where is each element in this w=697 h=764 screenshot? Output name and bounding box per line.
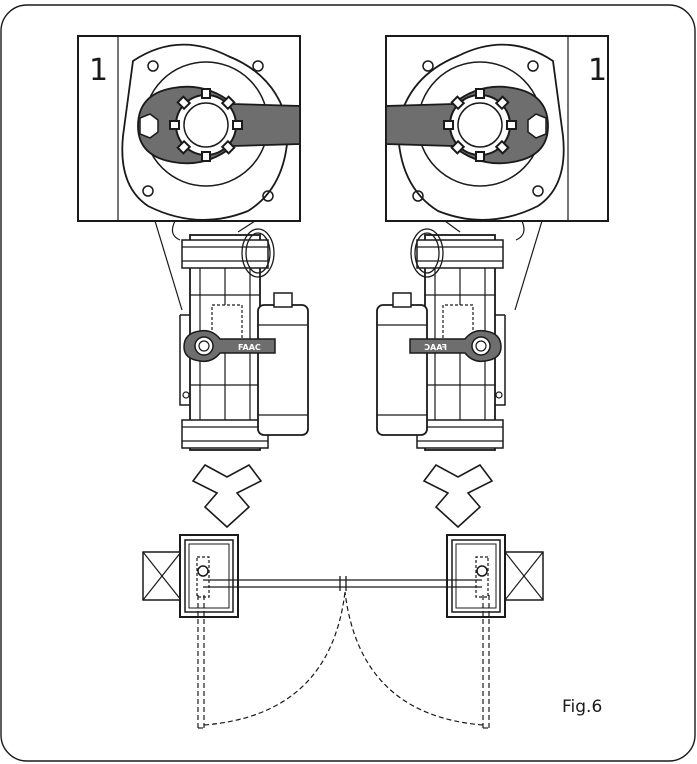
detail-inset-left [78,36,300,221]
figure-caption: Fig.6 [562,697,602,717]
gate-plan-icon [142,534,544,729]
detail-inset-right [386,36,608,221]
detail-right-label: 1 [588,53,607,88]
callout-lines [154,220,543,311]
detail-left-label: 1 [89,53,108,88]
